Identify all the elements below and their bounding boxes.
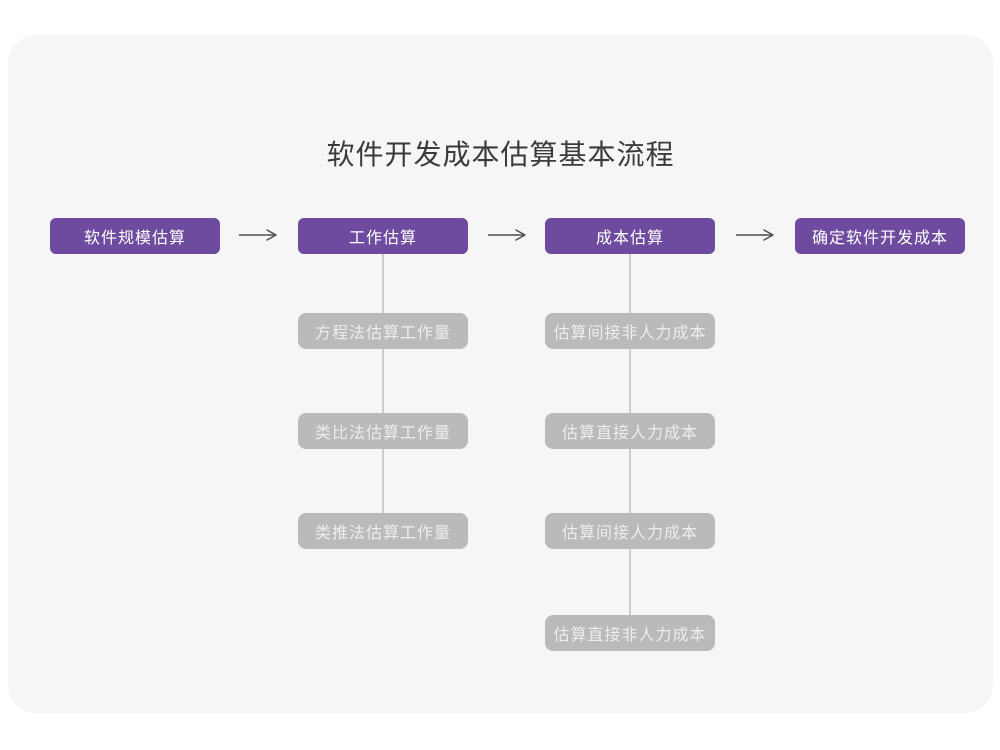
flow-step-label: 成本估算 — [595, 230, 664, 247]
substep-direct-nonlabor-cost: 估算直接非人力成本 — [545, 615, 715, 651]
flow-step-software-scale-estimation: 软件规模估算 — [50, 218, 220, 254]
flow-step-label: 确定软件开发成本 — [811, 230, 948, 247]
flow-step-cost-estimation: 成本估算 — [545, 218, 715, 254]
substep-label: 估算直接非人力成本 — [553, 627, 707, 644]
page-title: 软件开发成本估算基本流程 — [326, 139, 675, 170]
right-arrow-icon — [239, 229, 277, 241]
substep-indirect-labor-cost: 估算间接人力成本 — [545, 513, 715, 549]
substep-direct-labor-cost: 估算直接人力成本 — [545, 413, 715, 449]
flowchart-card: 软件开发成本估算基本流程 软件规模估算 工作估算 成本估算 确定软件开发成本 — [8, 35, 993, 713]
flow-step-label: 软件规模估算 — [83, 230, 186, 247]
substep-extrapolation-method: 类推法估算工作量 — [298, 513, 468, 549]
substep-label: 估算间接人力成本 — [561, 525, 698, 542]
right-arrow-icon — [488, 229, 526, 241]
connector-line-work-estimation — [382, 254, 384, 532]
substep-label: 方程法估算工作量 — [314, 325, 451, 342]
substep-equation-method: 方程法估算工作量 — [298, 313, 468, 349]
flow-step-label: 工作估算 — [348, 230, 417, 247]
substep-label: 类推法估算工作量 — [314, 525, 451, 542]
substep-label: 类比法估算工作量 — [314, 425, 451, 442]
substep-analogy-method: 类比法估算工作量 — [298, 413, 468, 449]
flow-step-work-estimation: 工作估算 — [298, 218, 468, 254]
substep-label: 估算间接非人力成本 — [553, 325, 707, 342]
substep-indirect-nonlabor-cost: 估算间接非人力成本 — [545, 313, 715, 349]
right-arrow-icon — [736, 229, 774, 241]
substep-label: 估算直接人力成本 — [561, 425, 698, 442]
flow-step-determine-development-cost: 确定软件开发成本 — [795, 218, 965, 254]
